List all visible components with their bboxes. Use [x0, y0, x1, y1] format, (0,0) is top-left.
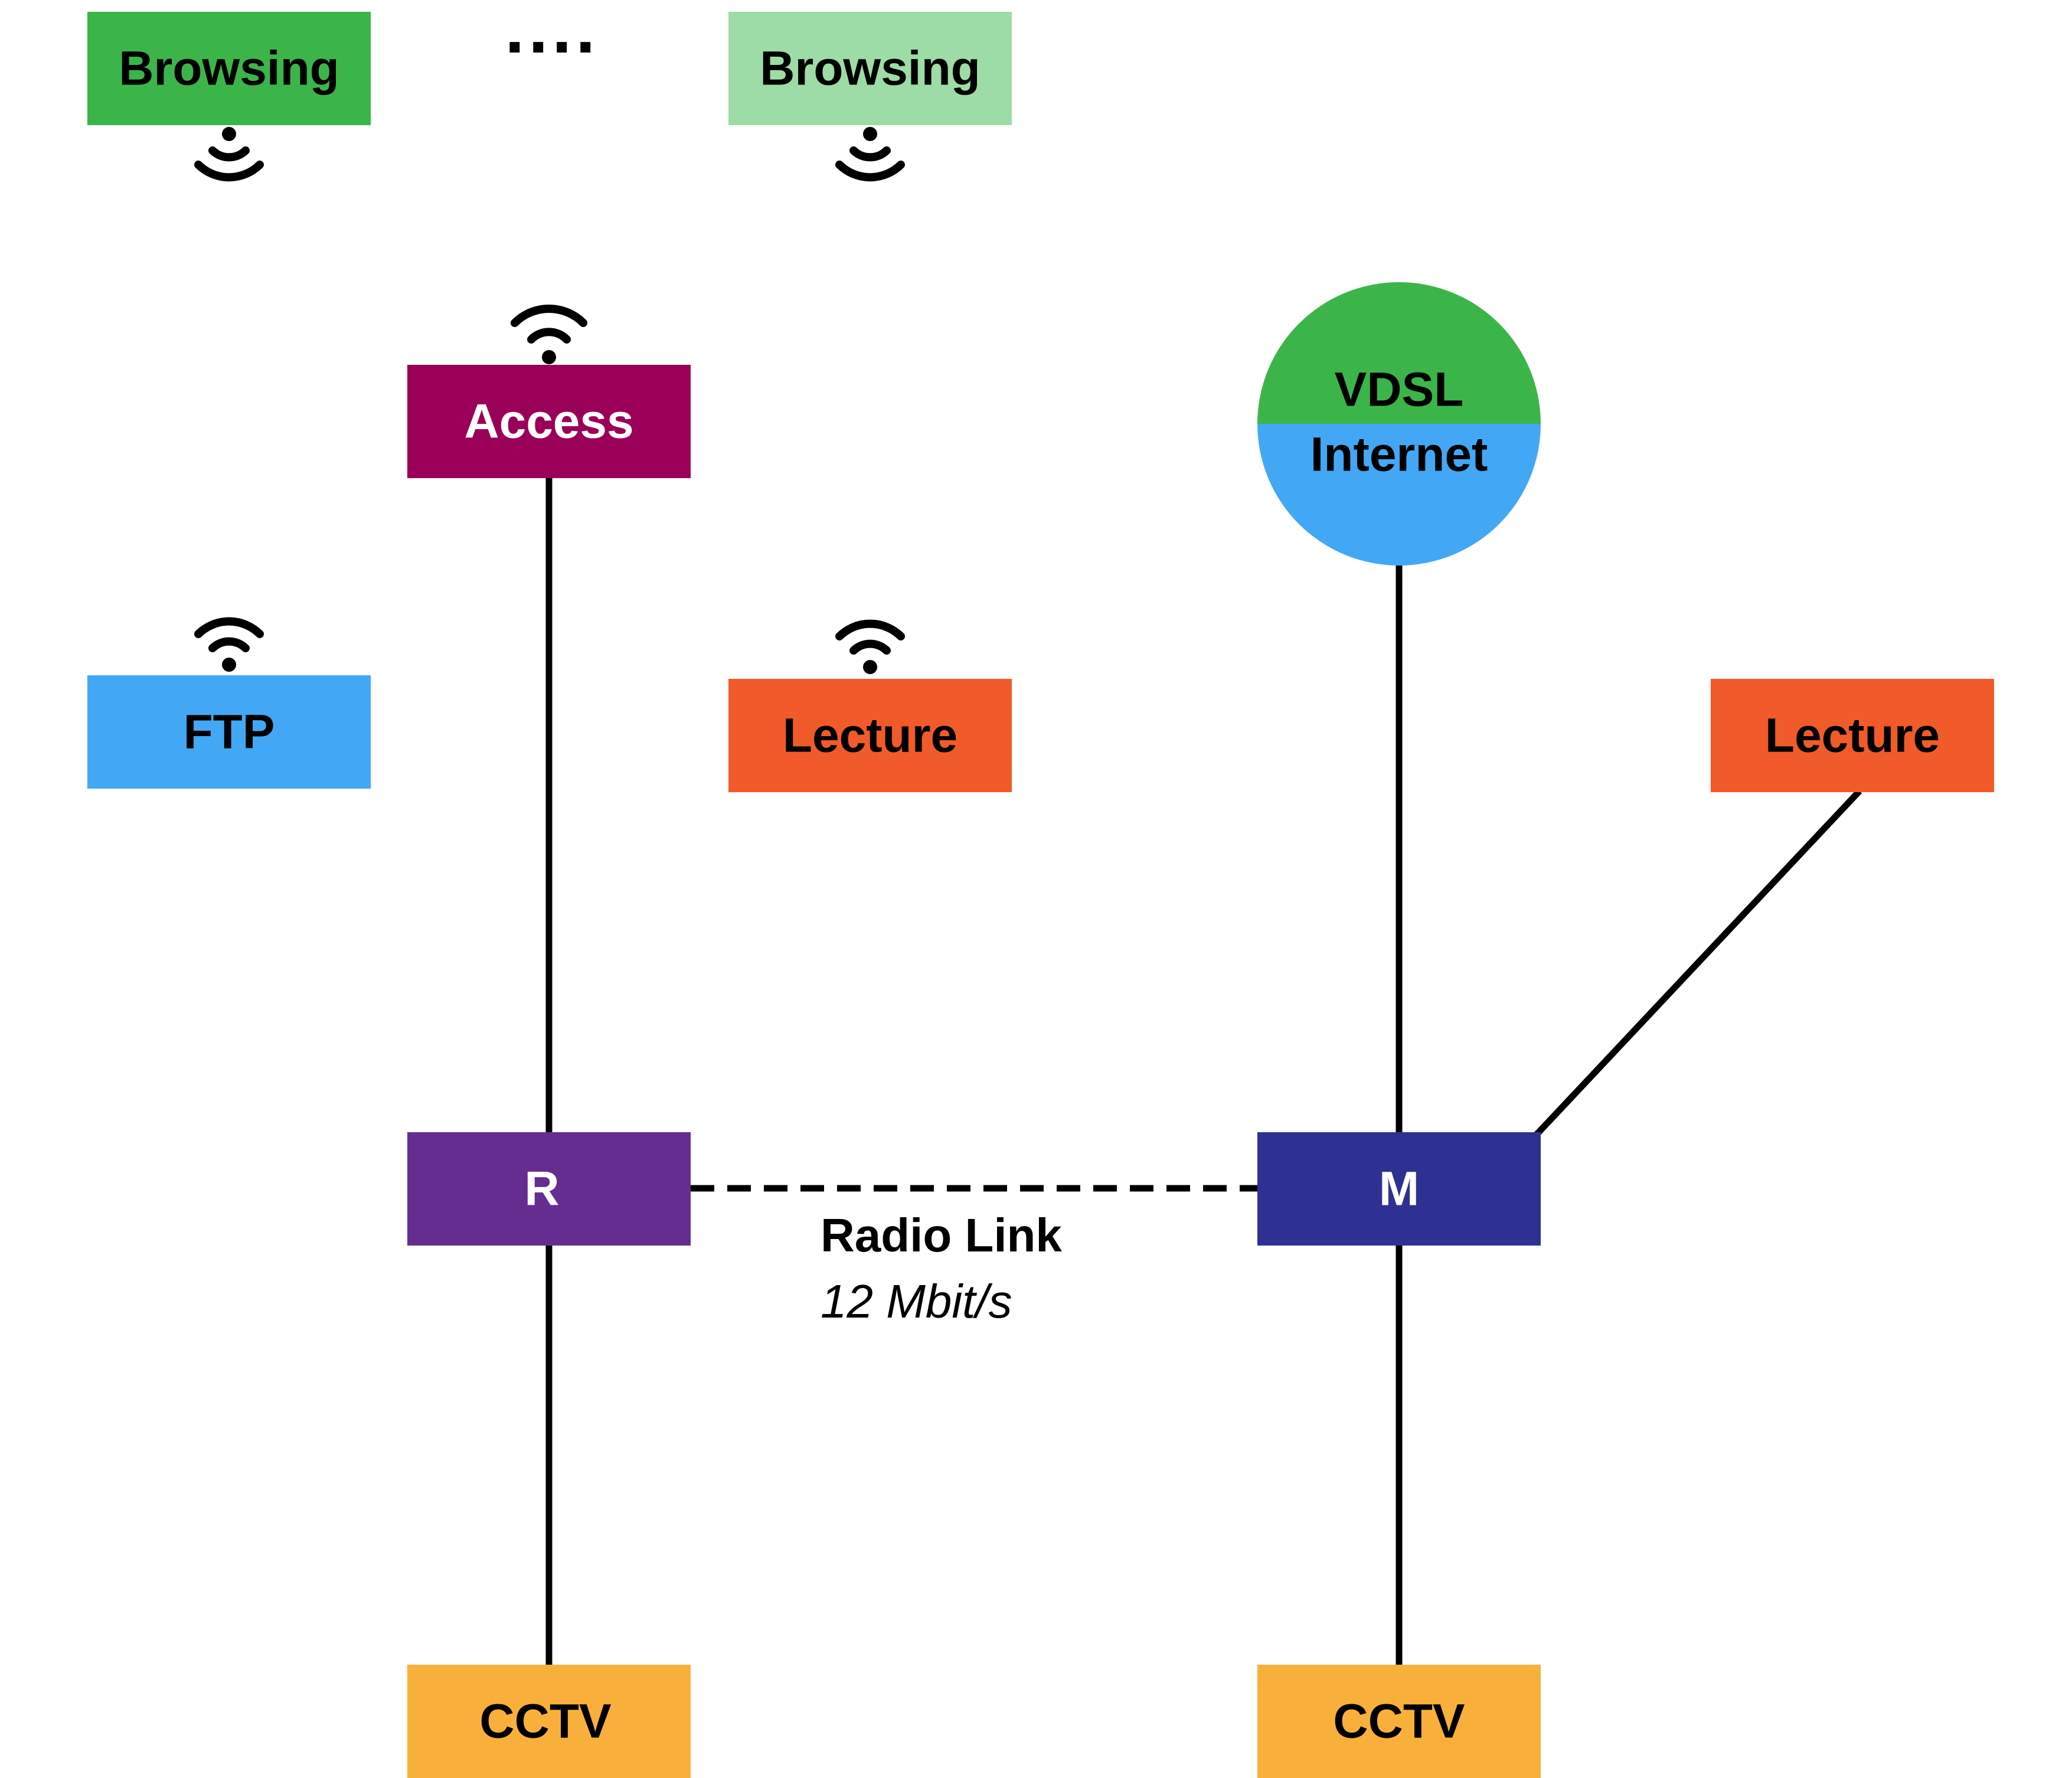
- lecture-box-1: [728, 679, 1012, 792]
- access-node: Access: [407, 365, 691, 478]
- vdsl-label: VDSL: [1335, 363, 1464, 417]
- cctv-box-1: [407, 1665, 691, 1778]
- lecture-label-1: Lecture: [783, 709, 957, 763]
- r-box: [407, 1132, 691, 1246]
- radio-link-label: Radio Link: [821, 1209, 1062, 1261]
- wifi-icon: [835, 127, 905, 182]
- cctv-node-1: CCTV: [407, 1665, 691, 1778]
- cctv-label-2: CCTV: [1333, 1695, 1465, 1748]
- access-label: Access: [464, 395, 633, 449]
- ftp-node: FTP: [87, 675, 371, 789]
- browsing-box-1: [87, 12, 371, 125]
- lecture-node-1: Lecture: [728, 679, 1012, 792]
- m-box: [1257, 1132, 1541, 1246]
- radio-link-rate: 12 Mbit/s: [821, 1275, 1012, 1328]
- cctv-label-1: CCTV: [479, 1695, 612, 1748]
- vdsl-internet-node: VDSL Internet: [1257, 282, 1541, 566]
- browsing-box-2: [728, 12, 1012, 125]
- browsing-node-1: Browsing: [87, 12, 371, 125]
- lecture-box-2: [1711, 679, 1994, 792]
- browsing-label-2: Browsing: [760, 42, 981, 96]
- internet-label: Internet: [1310, 428, 1488, 482]
- cctv-node-2: CCTV: [1257, 1665, 1541, 1778]
- ellipsis: ····: [505, 7, 599, 86]
- m-label: M: [1379, 1162, 1419, 1216]
- browsing-label-1: Browsing: [119, 42, 339, 96]
- wifi-icon: [194, 617, 264, 672]
- ftp-box: [87, 675, 371, 789]
- wifi-icon: [511, 304, 587, 364]
- r-label: R: [524, 1162, 559, 1216]
- cctv-box-2: [1257, 1665, 1541, 1778]
- wifi-icon: [194, 127, 264, 182]
- ftp-label: FTP: [184, 705, 275, 759]
- lecture-m-link: [1532, 789, 1862, 1139]
- lecture-node-2: Lecture: [1711, 679, 1994, 792]
- access-box: [407, 365, 691, 478]
- browsing-node-2: Browsing: [728, 12, 1012, 125]
- wifi-icon: [835, 619, 905, 674]
- r-node: R: [407, 1132, 691, 1246]
- m-node: M: [1257, 1132, 1541, 1246]
- lecture-label-2: Lecture: [1765, 709, 1940, 763]
